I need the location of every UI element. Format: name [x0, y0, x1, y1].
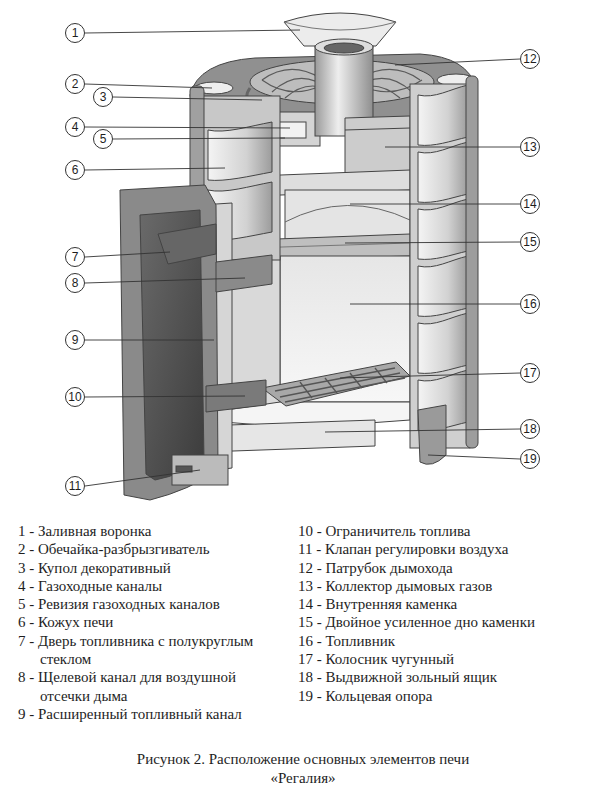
- legend-column: 1 - Заливная воронка2 - Обечайка-разбрыз…: [18, 522, 280, 723]
- legend-item: 12 - Патрубок дымохода: [298, 559, 590, 577]
- legend-item: 15 - Двойное усиленное дно каменки: [298, 613, 590, 631]
- callout-number: 9: [72, 334, 79, 346]
- legend-item: 6 - Кожух печи: [18, 613, 280, 631]
- legend-item: 19 - Кольцевая опора: [298, 687, 590, 705]
- callout-number: 4: [72, 121, 79, 133]
- callout-circle: 5: [93, 129, 113, 149]
- legend-item: 7 - Дверь топливника с полукруглым стекл…: [18, 632, 280, 669]
- callout-circle: 9: [65, 330, 85, 350]
- legend-item: 11 - Клапан регулировки воздуха: [298, 540, 590, 558]
- callout-circle: 11: [65, 476, 85, 496]
- legend-item: 10 - Ограничитель топлива: [298, 522, 590, 540]
- stove-body: [120, 13, 478, 500]
- figure-caption: Рисунок 2. Расположение основных элемент…: [113, 750, 493, 787]
- legend-item: 1 - Заливная воронка: [18, 522, 280, 540]
- legend-column: 10 - Ограничитель топлива11 - Клапан рег…: [298, 522, 590, 705]
- legend-item: 2 - Обечайка-разбрызгиватель: [18, 540, 280, 558]
- callout-number: 2: [72, 78, 79, 90]
- callout-circle: 2: [65, 74, 85, 94]
- callout-circle: 3: [93, 87, 113, 107]
- callout-number: 15: [523, 236, 536, 248]
- callout-number: 5: [100, 133, 107, 145]
- callout-number: 14: [523, 198, 536, 210]
- legend-item: 17 - Колосник чугунный: [298, 650, 590, 668]
- callout-number: 1: [72, 27, 79, 39]
- legend-item: 8 - Щелевой канал для воздушной отсечки …: [18, 668, 280, 705]
- leader-lines: [85, 30, 520, 486]
- callout-circle: 13: [520, 137, 540, 157]
- callout-circle: 18: [520, 419, 540, 439]
- callout-circle: 10: [65, 387, 85, 407]
- callout-number: 7: [72, 251, 79, 263]
- callout-number: 6: [72, 164, 79, 176]
- callout-circle: 16: [520, 294, 540, 314]
- callout-number: 16: [523, 298, 536, 310]
- legend-item: 14 - Внутренняя каменка: [298, 595, 590, 613]
- callout-circle: 8: [65, 273, 85, 293]
- callout-circle: 19: [520, 449, 540, 469]
- legend-item: 5 - Ревизия газоходных каналов: [18, 595, 280, 613]
- callout-circle: 15: [520, 232, 540, 252]
- callout-number: 12: [523, 53, 536, 65]
- callout-circle: 12: [520, 49, 540, 69]
- legend-item: 16 - Топливник: [298, 632, 590, 650]
- callout-circle: 7: [65, 247, 85, 267]
- legend-item: 4 - Газоходные каналы: [18, 577, 280, 595]
- callout-number: 19: [523, 453, 536, 465]
- callout-circle: 14: [520, 194, 540, 214]
- callout-circle: 1: [65, 23, 85, 43]
- callout-number: 8: [72, 277, 79, 289]
- callout-number: 13: [523, 141, 536, 153]
- legend-item: 9 - Расширенный топливный канал: [18, 705, 280, 723]
- callout-circle: 6: [65, 160, 85, 180]
- callout-number: 11: [69, 480, 81, 492]
- callout-number: 10: [68, 391, 81, 403]
- callout-number: 18: [523, 423, 536, 435]
- callout-number: 17: [523, 367, 536, 379]
- legend-item: 18 - Выдвижной зольный ящик: [298, 668, 590, 686]
- callout-number: 3: [100, 91, 107, 103]
- legend-item: 3 - Купол декоративный: [18, 559, 280, 577]
- legend-item: 13 - Коллектор дымовых газов: [298, 577, 590, 595]
- callout-circle: 4: [65, 117, 85, 137]
- callout-circle: 17: [520, 363, 540, 383]
